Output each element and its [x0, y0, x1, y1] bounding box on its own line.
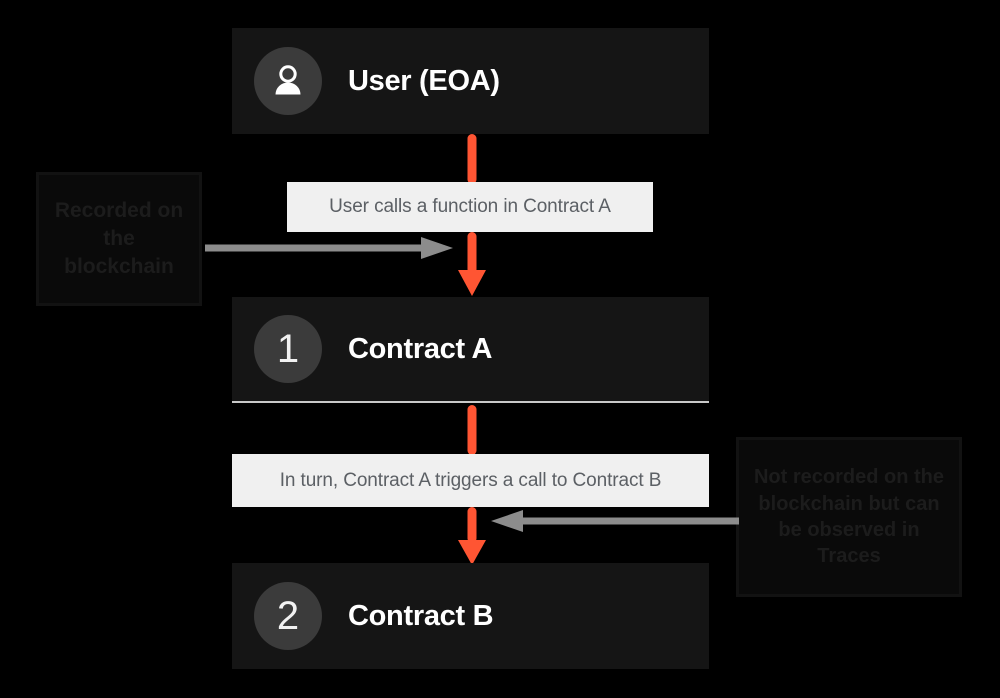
- node-contract-a-label: Contract A: [348, 332, 493, 365]
- note-not-recorded-on-blockchain: Not recorded on the blockchain but can b…: [736, 437, 962, 597]
- note-recorded-on-blockchain: Recorded on the blockchain: [36, 172, 202, 306]
- contract-a-number: 1: [276, 327, 300, 371]
- arrow-note-not-recorded-pointer: [487, 507, 739, 540]
- arrow-user-to-caption1: [462, 134, 482, 189]
- caption-user-to-contract-a-text: User calls a function in Contract A: [329, 196, 611, 217]
- node-contract-b[interactable]: 2 Contract B: [232, 563, 709, 669]
- node-user[interactable]: User (EOA): [232, 28, 709, 134]
- node-contract-a[interactable]: 1 Contract A: [232, 297, 709, 403]
- arrow-note-recorded-pointer: [205, 234, 455, 267]
- caption-contract-a-to-contract-b-text: In turn, Contract A triggers a call to C…: [279, 469, 662, 491]
- contract-b-number: 2: [276, 594, 300, 638]
- node-user-label: User (EOA): [348, 64, 500, 97]
- caption-user-to-contract-a: User calls a function in Contract A: [287, 182, 653, 232]
- node-contract-b-label: Contract B: [348, 599, 494, 632]
- note-recorded-on-blockchain-text: Recorded on the blockchain: [54, 199, 184, 278]
- contract-a-number-badge: 1: [254, 315, 322, 383]
- caption-contract-a-to-contract-b: In turn, Contract A triggers a call to C…: [232, 454, 709, 507]
- arrow-contract-a-to-caption2: [462, 405, 482, 460]
- person-icon: [275, 65, 301, 95]
- user-avatar-badge: [254, 47, 322, 115]
- note-not-recorded-on-blockchain-text: Not recorded on the blockchain but can b…: [753, 466, 944, 568]
- arrow-caption1-to-contract-a: [455, 232, 489, 303]
- arrow-caption2-to-contract-b: [455, 507, 489, 572]
- contract-b-number-badge: 2: [254, 582, 322, 650]
